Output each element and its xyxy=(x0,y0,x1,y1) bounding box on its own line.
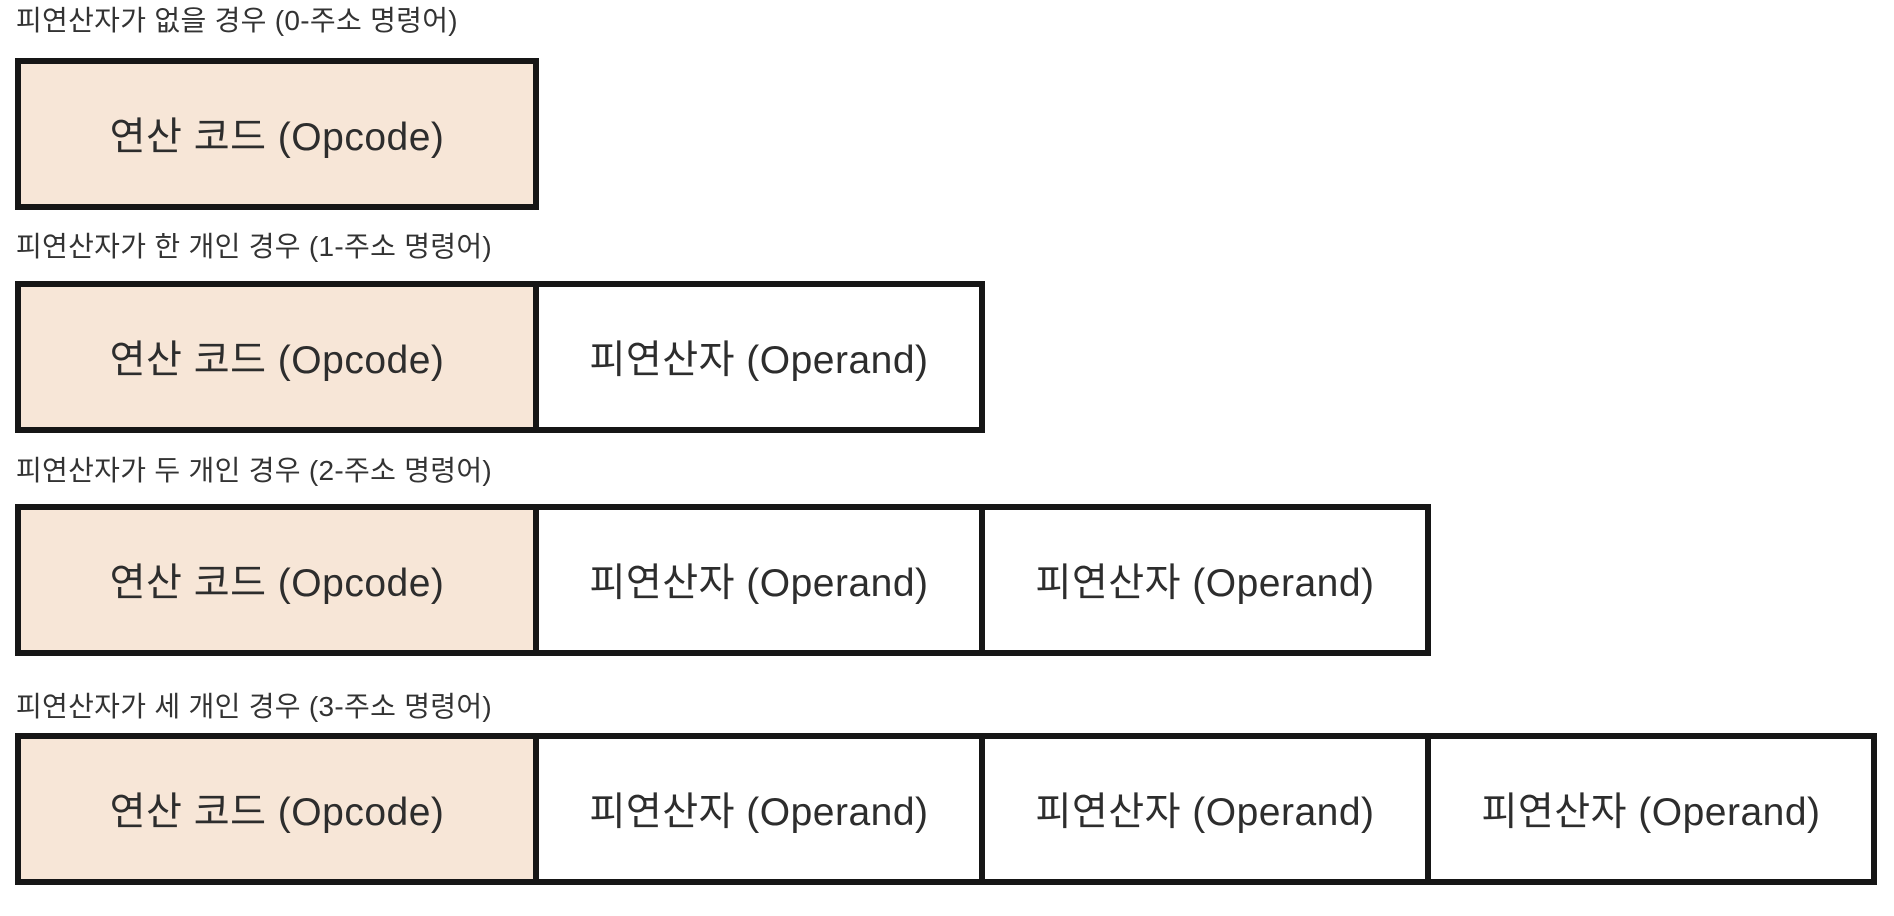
instruction-row-3-address: 연산 코드 (Opcode) 피연산자 (Operand) 피연산자 (Oper… xyxy=(15,733,1877,885)
opcode-cell: 연산 코드 (Opcode) xyxy=(15,504,539,656)
heading-3-address-instruction: 피연산자가 세 개인 경우 (3-주소 명령어) xyxy=(16,691,493,722)
heading-1-address-instruction: 피연산자가 한 개인 경우 (1-주소 명령어) xyxy=(16,231,493,262)
operand-cell: 피연산자 (Operand) xyxy=(979,504,1431,656)
opcode-cell: 연산 코드 (Opcode) xyxy=(15,281,539,433)
heading-0-address-instruction: 피연산자가 없을 경우 (0-주소 명령어) xyxy=(16,5,458,36)
operand-cell: 피연산자 (Operand) xyxy=(533,281,985,433)
operand-cell: 피연산자 (Operand) xyxy=(979,733,1431,885)
heading-2-address-instruction: 피연산자가 두 개인 경우 (2-주소 명령어) xyxy=(16,455,493,486)
operand-cell: 피연산자 (Operand) xyxy=(533,504,985,656)
instruction-row-0-address: 연산 코드 (Opcode) xyxy=(15,58,539,210)
opcode-cell: 연산 코드 (Opcode) xyxy=(15,733,539,885)
instruction-row-2-address: 연산 코드 (Opcode) 피연산자 (Operand) 피연산자 (Oper… xyxy=(15,504,1431,656)
opcode-cell: 연산 코드 (Opcode) xyxy=(15,58,539,210)
operand-cell: 피연산자 (Operand) xyxy=(533,733,985,885)
instruction-row-1-address: 연산 코드 (Opcode) 피연산자 (Operand) xyxy=(15,281,985,433)
operand-cell: 피연산자 (Operand) xyxy=(1425,733,1877,885)
